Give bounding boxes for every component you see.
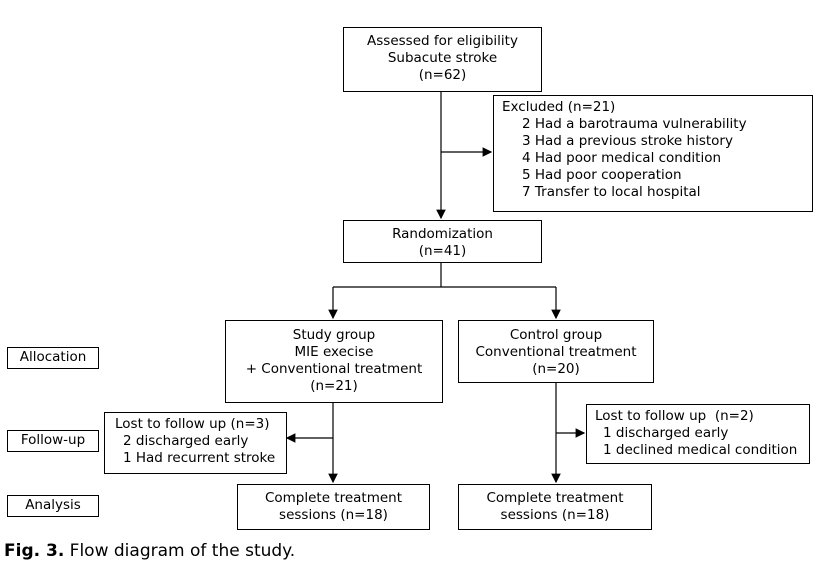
- figure-label: Fig. 3.: [4, 541, 65, 561]
- study-group-count: (n=21): [310, 378, 358, 394]
- lost-study-box: Lost to follow up (n=3) 2 discharged ear…: [104, 412, 287, 474]
- control-group-title: Control group: [509, 327, 603, 343]
- assessed-line-1: Assessed for eligibility: [367, 33, 518, 49]
- control-group-treatment: Conventional treatment: [475, 344, 637, 360]
- lost-control-reason-2: 1 declined medical condition: [603, 442, 798, 458]
- excluded-reason-4: 5 Had poor cooperation: [522, 167, 682, 183]
- excluded-reason-3: 4 Had poor medical condition: [522, 150, 722, 166]
- complete-control-line-2: sessions (n=18): [500, 507, 610, 523]
- study-group-conventional: + Conventional treatment: [245, 361, 423, 377]
- assessed-box: Assessed for eligibility Subacute stroke…: [343, 27, 542, 92]
- stage-analysis: Analysis: [7, 495, 99, 517]
- complete-control-line-1: Complete treatment: [486, 490, 624, 506]
- excluded-reason-2: 3 Had a previous stroke history: [522, 133, 733, 149]
- excluded-title: Excluded (n=21): [502, 99, 616, 115]
- assessed-line-2: Subacute stroke: [387, 50, 498, 66]
- lost-control-title: Lost to follow up (n=2): [595, 408, 754, 424]
- lost-study-title: Lost to follow up (n=3): [115, 416, 270, 432]
- lost-control-reason-1: 1 discharged early: [603, 425, 729, 441]
- excluded-box: Excluded (n=21) 2 Had a barotrauma vulne…: [493, 95, 813, 212]
- randomization-box: Randomization (n=41): [343, 220, 542, 263]
- complete-control-box: Complete treatment sessions (n=18): [458, 484, 652, 530]
- stage-followup: Follow-up: [7, 430, 99, 452]
- lost-control-box: Lost to follow up (n=2) 1 discharged ear…: [586, 404, 810, 464]
- figure-caption: Fig. 3. Flow diagram of the study.: [4, 541, 295, 561]
- excluded-reason-5: 7 Transfer to local hospital: [522, 184, 701, 200]
- study-group-box: Study group MIE execise + Conventional t…: [225, 320, 443, 403]
- study-group-title: Study group: [292, 327, 376, 343]
- lost-study-reason-1: 2 discharged early: [123, 433, 249, 449]
- control-group-box: Control group Conventional treatment (n=…: [458, 320, 654, 383]
- assessed-line-3: (n=62): [418, 67, 467, 83]
- stage-allocation: Allocation: [7, 347, 99, 369]
- complete-study-line-1: Complete treatment: [264, 490, 403, 506]
- randomization-label: Randomization: [392, 226, 493, 242]
- complete-study-box: Complete treatment sessions (n=18): [237, 484, 430, 530]
- figure-caption-text: Flow diagram of the study.: [64, 541, 296, 561]
- excluded-reason-1: 2 Had a barotrauma vulnerability: [522, 116, 747, 132]
- randomization-count: (n=41): [418, 243, 467, 259]
- lost-study-reason-2: 1 Had recurrent stroke: [123, 450, 276, 466]
- study-group-intervention: MIE execise: [294, 344, 374, 360]
- control-group-count: (n=20): [532, 361, 580, 377]
- complete-study-line-2: sessions (n=18): [279, 507, 388, 523]
